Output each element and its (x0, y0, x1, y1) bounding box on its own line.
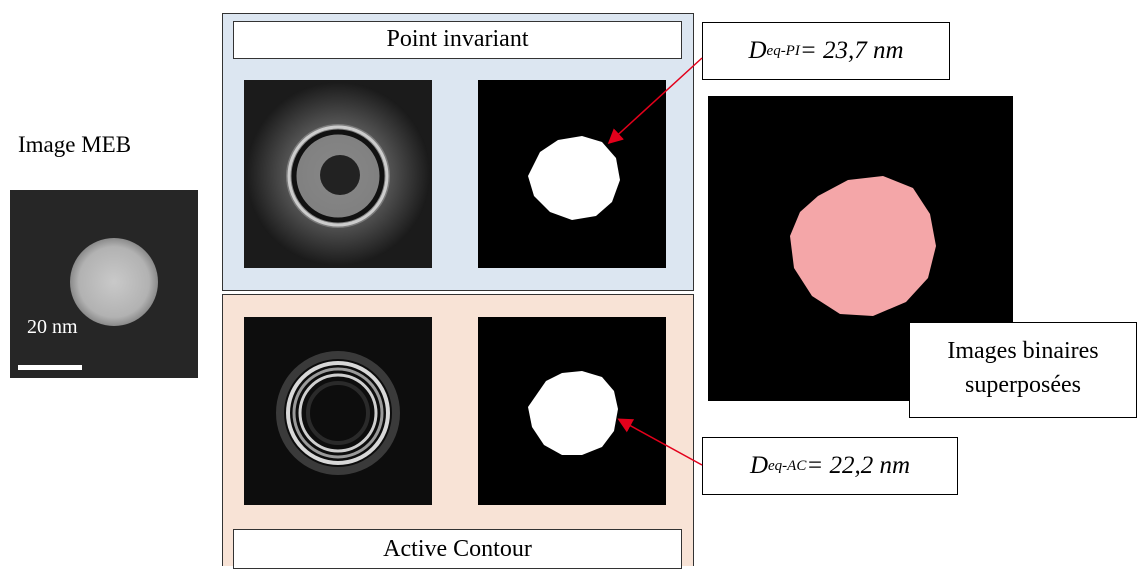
point-invariant-label: Point invariant (233, 21, 682, 59)
superposed-overlay (790, 176, 936, 316)
superposed-label-line2: superposées (965, 372, 1081, 398)
scale-bar-label: 20 nm (27, 316, 78, 338)
pi-subscript: eq-PI (766, 42, 800, 59)
sem-image-title: Image MEB (18, 132, 132, 157)
ac-subscript: eq-AC (768, 457, 807, 474)
pi-diameter-value: = 23,7 nm (799, 37, 904, 64)
ac-d-symbol: D (749, 452, 769, 479)
point-invariant-binary-image (478, 80, 666, 268)
active-contour-binary-image (478, 317, 666, 505)
scale-bar (18, 365, 82, 370)
pi-d-symbol: D (748, 37, 767, 64)
pi-binary-particle (528, 136, 620, 220)
ac-diameter-value: = 22,2 nm (806, 452, 911, 479)
pi-arrow (607, 57, 703, 145)
superposed-label-line1: Images binaires (947, 338, 1099, 364)
point-invariant-ring-image (244, 80, 432, 268)
ac-arrow (617, 418, 703, 466)
active-contour-ring-image (244, 317, 432, 505)
sem-particle (70, 238, 158, 326)
superposed-label: Images binaires superposées (909, 322, 1137, 418)
sem-image (10, 190, 198, 378)
ac-binary-particle (528, 371, 618, 455)
